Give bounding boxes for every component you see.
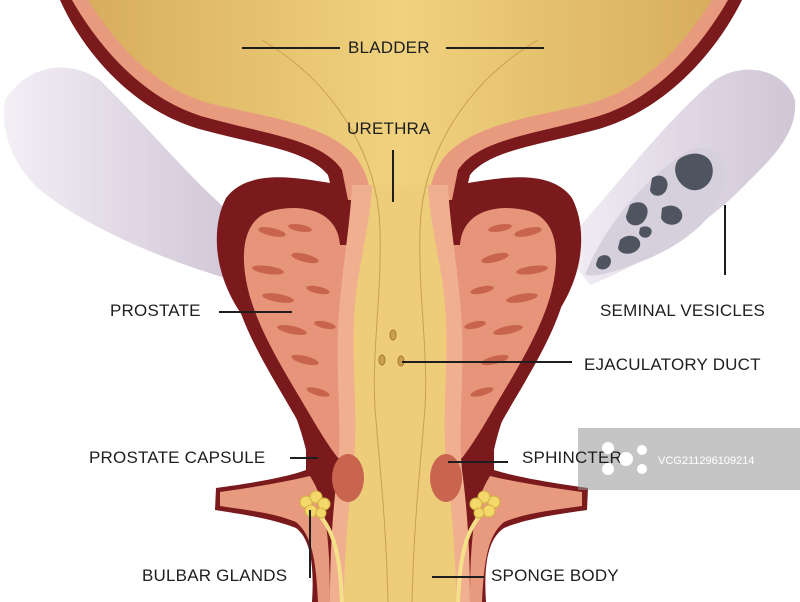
urethra-lumen [344, 185, 456, 602]
watermark-text: VCG211296109214 [658, 455, 755, 467]
label-urethra: URETHRA [347, 119, 431, 138]
left-seminal-vesicle [3, 67, 245, 280]
leader-lines [219, 47, 726, 578]
label-seminal-vesicles: SEMINAL VESICLES [600, 301, 766, 320]
watermark-logo-icon [602, 442, 647, 475]
bladder-lumen [88, 0, 712, 210]
watermark-box [578, 428, 800, 490]
ejaculatory-duct-openings [378, 329, 405, 367]
bulb-tissue-right [470, 476, 582, 602]
label-ejaculatory-duct: EJACULATORY DUCT [584, 355, 761, 374]
right-seminal-vesicle [560, 69, 796, 285]
label-bulbar-glands: BULBAR GLANDS [142, 566, 288, 585]
bulb-tissue [220, 476, 330, 602]
sphincter [332, 454, 462, 502]
label-prostate-capsule: PROSTATE CAPSULE [89, 448, 266, 467]
prostate-striations [252, 223, 548, 397]
label-sphincter: SPHINCTER [522, 448, 623, 467]
label-prostate: PROSTATE [110, 301, 201, 320]
label-bladder: BLADDER [348, 38, 430, 57]
seminal-vesicle-spots [596, 153, 713, 270]
urethra-lines [261, 39, 539, 602]
label-sponge-body: SPONGE BODY [491, 566, 619, 585]
